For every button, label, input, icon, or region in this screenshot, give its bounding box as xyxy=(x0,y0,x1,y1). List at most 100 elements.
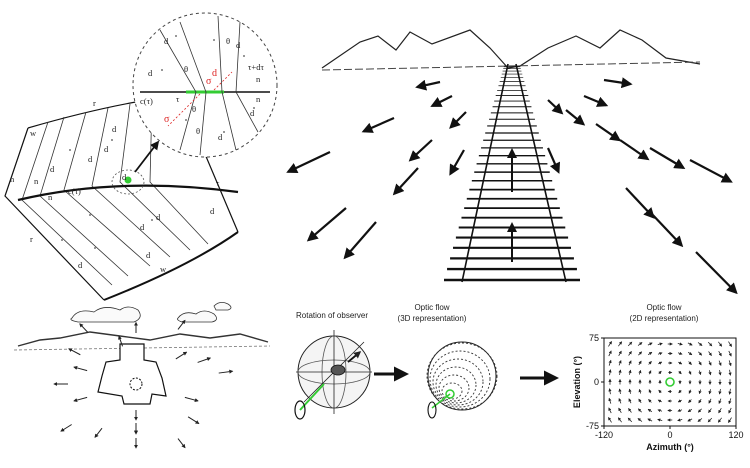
flow-arrow xyxy=(177,438,186,449)
flow3d-subtitle: (3D representation) xyxy=(398,314,467,323)
flow-vector xyxy=(648,370,652,375)
fan-label: d xyxy=(112,124,117,134)
inset-label: d xyxy=(148,68,153,78)
flow-vector xyxy=(708,370,712,376)
fan-line xyxy=(63,111,151,267)
flow-vector xyxy=(647,418,653,422)
flow-vector xyxy=(708,351,712,357)
flow-vector xyxy=(728,341,732,348)
flow-vector xyxy=(618,407,622,414)
flow-vector xyxy=(718,369,722,376)
flow-vector xyxy=(618,341,623,347)
flow-arrow xyxy=(449,111,467,129)
flow-vector xyxy=(657,399,662,403)
flow-vector xyxy=(718,350,722,357)
flow-vector xyxy=(708,398,712,404)
flow-vector xyxy=(688,361,692,365)
x-tick-label: 0 xyxy=(667,430,672,440)
inset-label: σ xyxy=(164,114,170,125)
flow-arrow xyxy=(649,211,684,248)
flow-arrow xyxy=(361,116,395,133)
inset-label: τ xyxy=(176,94,180,104)
flow-vector xyxy=(608,407,612,414)
flow-vector xyxy=(718,360,722,367)
flow-vector xyxy=(728,360,732,367)
flow-arrow xyxy=(73,365,88,372)
flow-vector xyxy=(728,417,732,424)
rail-left xyxy=(461,63,509,283)
fan-label: d xyxy=(146,250,151,260)
flow-vector xyxy=(648,361,652,365)
x-tick-label: -120 xyxy=(595,430,613,440)
flow-vector xyxy=(618,350,622,357)
panel-b-railway-scene xyxy=(286,29,738,295)
fan-bottom-boundary xyxy=(103,231,239,301)
flow-arrow xyxy=(408,139,433,162)
y-tick-label: 75 xyxy=(589,333,599,343)
flow-ring xyxy=(429,350,491,408)
fan-label: n xyxy=(10,174,15,184)
flow-vector xyxy=(688,389,692,394)
flow-vector xyxy=(728,369,732,376)
flow-vector xyxy=(697,408,702,413)
flow-vector xyxy=(698,360,702,366)
panel-d-rotation: Rotation of observer Optic flow (3D repr… xyxy=(294,303,744,452)
railway-flow-arrows xyxy=(286,77,738,295)
flow2d-vector-field xyxy=(608,340,732,424)
fan-line xyxy=(91,107,171,258)
inset-label: d xyxy=(236,40,241,50)
flow-vector xyxy=(638,398,642,404)
inset-dashed-circle xyxy=(132,12,278,158)
y-tick-label: 0 xyxy=(594,377,599,387)
flow-ring xyxy=(435,366,477,404)
x-axis-label: Azimuth (°) xyxy=(646,442,694,452)
flow-vector xyxy=(617,417,622,423)
flow-vector xyxy=(678,389,682,394)
flow-vector xyxy=(618,359,622,366)
flow-vector xyxy=(618,388,622,395)
flow-arrow xyxy=(689,159,733,183)
flow-vector xyxy=(618,369,622,376)
flow-arrow xyxy=(94,427,103,438)
flow-arrow xyxy=(218,369,234,374)
observer-silhouette xyxy=(97,343,167,405)
fan-line xyxy=(39,116,129,277)
inset-label: d xyxy=(218,132,223,142)
fan-label: d xyxy=(210,206,215,216)
inset-label: θ xyxy=(226,36,230,46)
flow-arrow xyxy=(175,351,188,360)
inset-magnifier: d d d d d d n n θ θ θ θ τ τ+dτ c(τ) σ σ xyxy=(132,12,278,158)
fan-label: w xyxy=(30,128,37,138)
flow-vector xyxy=(687,418,693,422)
flow-vector xyxy=(627,417,633,423)
flow2d-title: Optic flow xyxy=(646,303,681,312)
mountain-ridge xyxy=(321,29,701,69)
flow-vector xyxy=(637,408,642,413)
flow-vector xyxy=(708,360,712,366)
flow-arrow xyxy=(430,95,453,107)
inset-label: θ xyxy=(196,126,200,136)
flow3d-rings xyxy=(426,342,498,410)
focus-dashed-circle xyxy=(111,169,145,195)
fan-label: c(τ) xyxy=(68,186,81,196)
flow-vector xyxy=(608,397,612,404)
cloud-small xyxy=(213,302,232,311)
flow-vector xyxy=(628,350,632,356)
inset-label: d xyxy=(164,36,169,46)
flow-vector xyxy=(687,342,693,346)
flow-arrow xyxy=(603,77,633,89)
flow-vector xyxy=(657,342,663,346)
flow-vector xyxy=(677,408,683,412)
flow-arrow xyxy=(625,187,655,219)
flow-vector xyxy=(678,370,682,375)
fan-line xyxy=(119,103,191,251)
flow-vector xyxy=(608,416,612,423)
flow-vector xyxy=(628,407,632,413)
flow-arrow xyxy=(415,79,441,91)
rail-right xyxy=(515,63,567,283)
fan-label: n xyxy=(48,192,53,202)
inset-label: d xyxy=(212,68,217,79)
inset-pointer-arrow xyxy=(134,140,160,173)
flow-arrow xyxy=(177,319,186,330)
flow-vector xyxy=(707,417,713,423)
